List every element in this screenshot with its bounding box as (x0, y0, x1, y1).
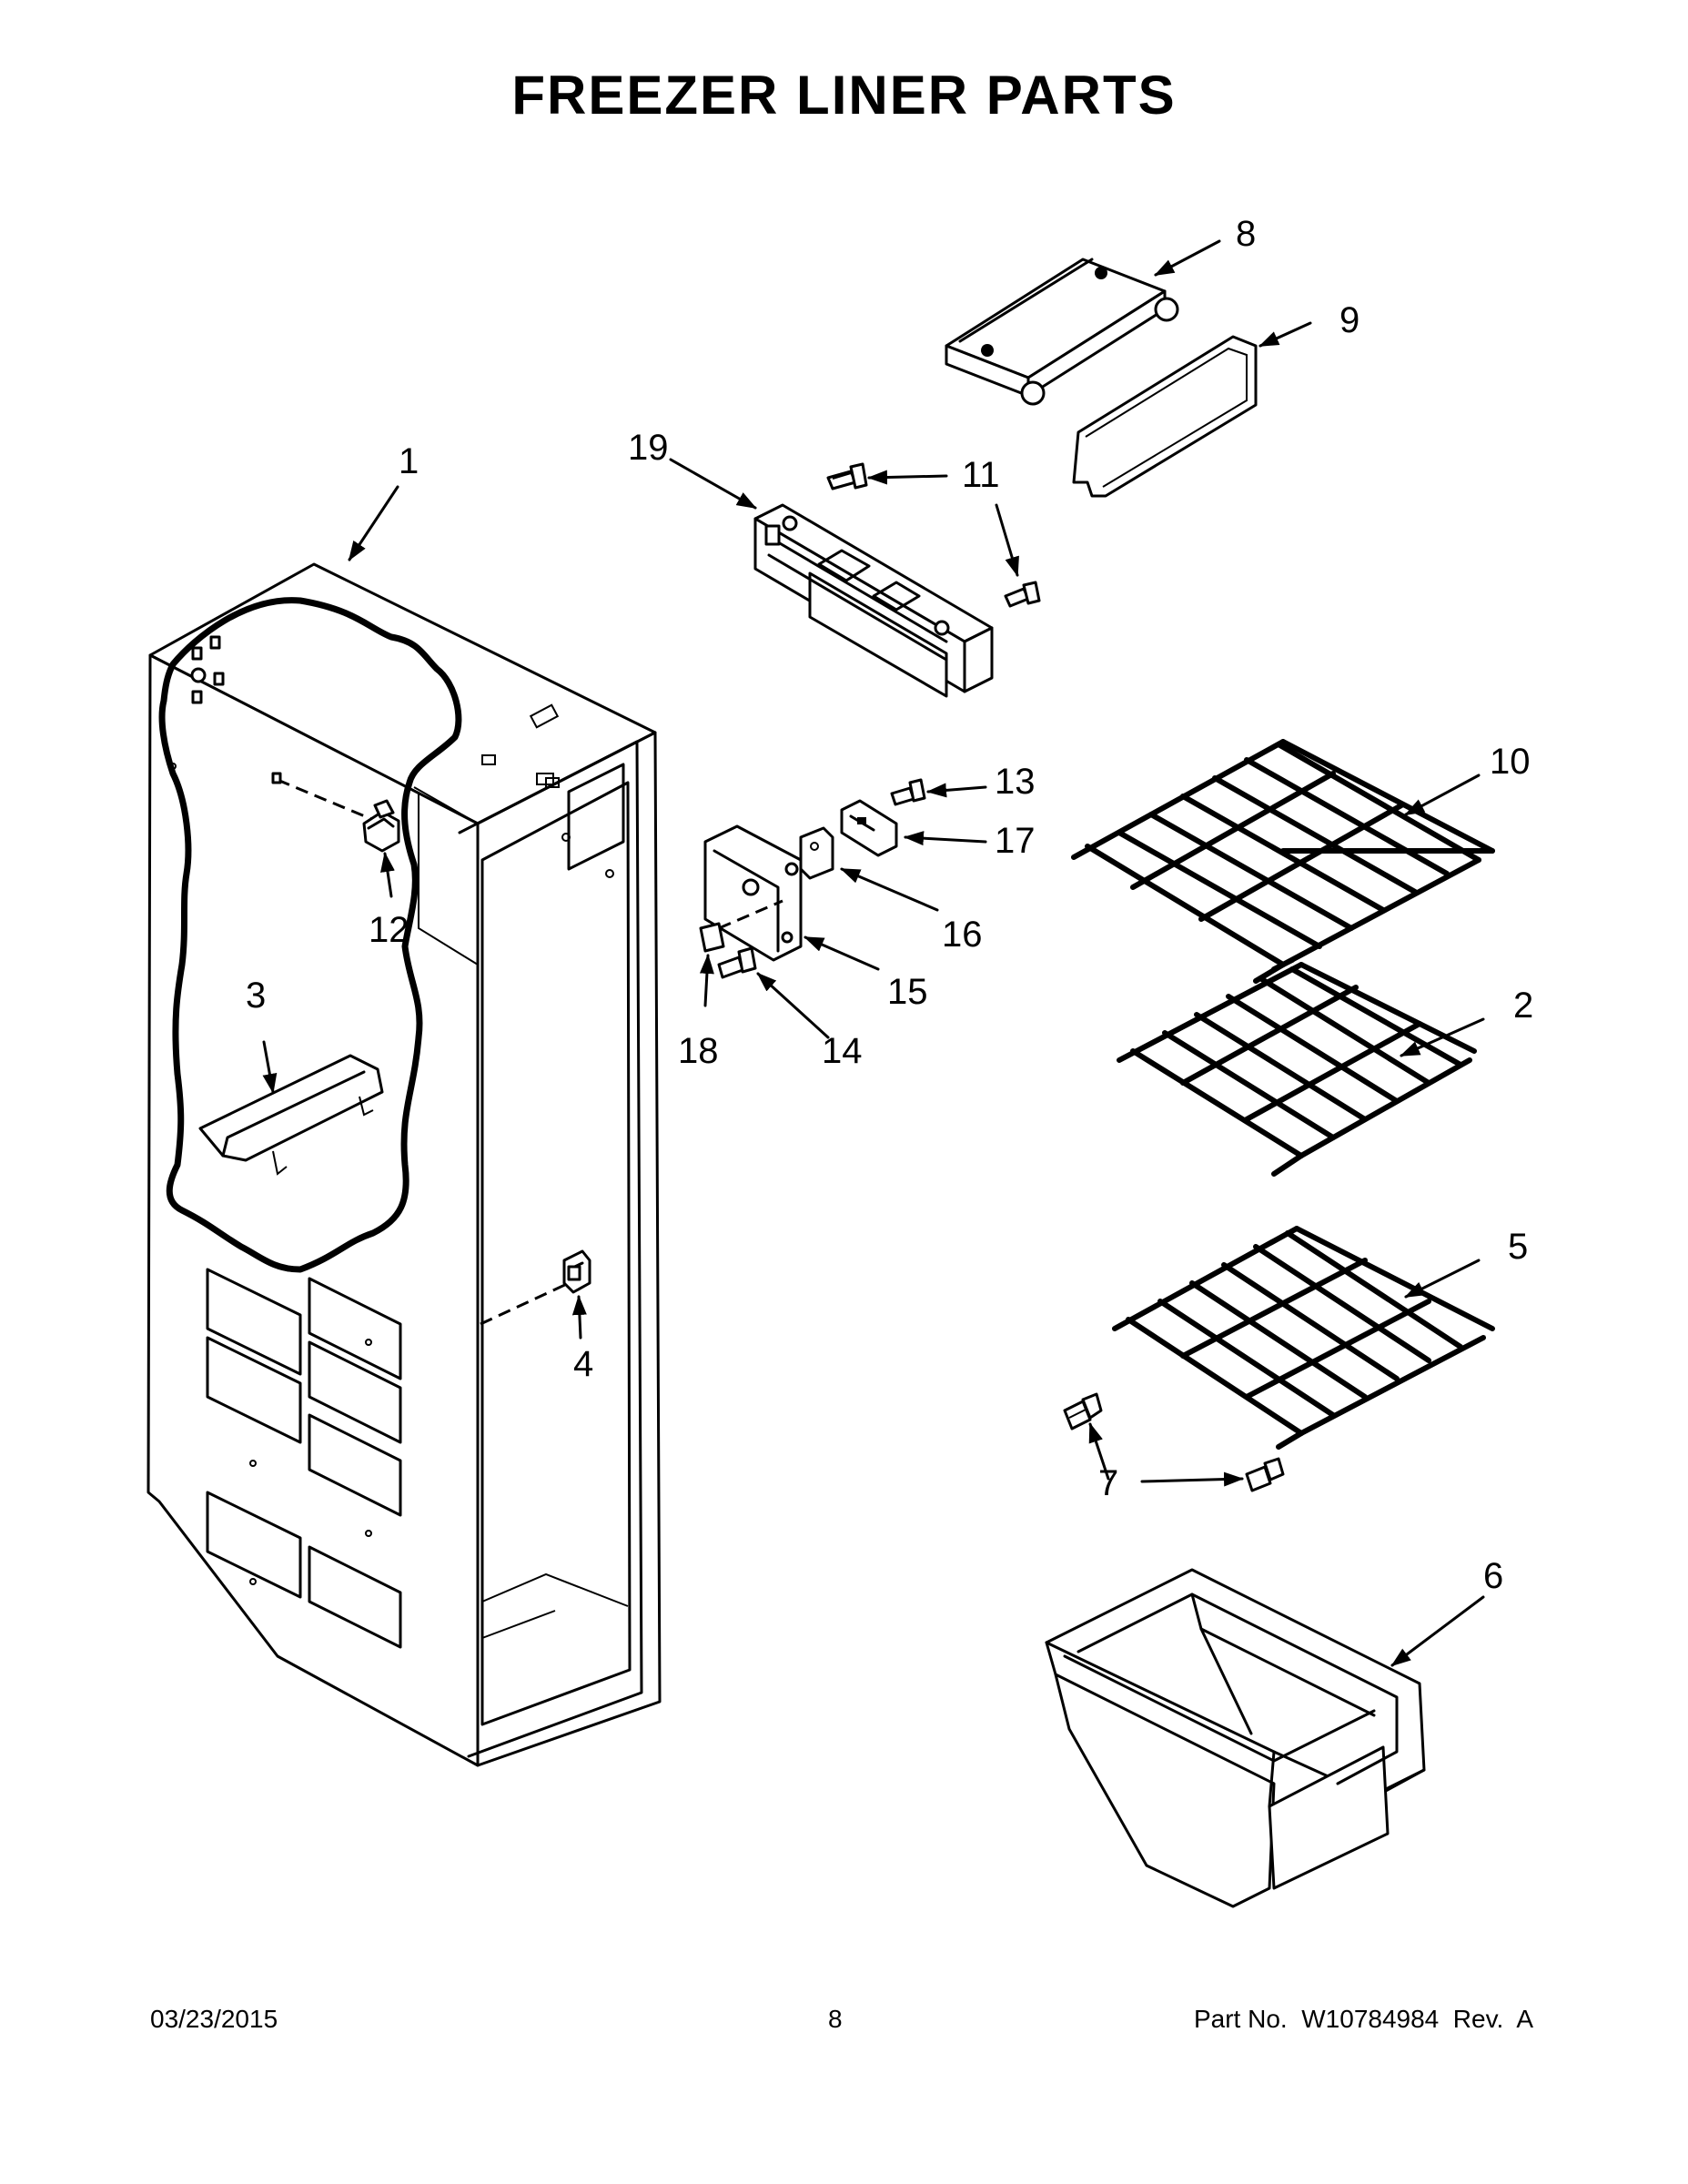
part-13-screw (890, 778, 926, 806)
footer-page-number: 8 (828, 2005, 843, 2033)
part-11-screw-upper (826, 462, 868, 490)
part-9-seal (1072, 335, 1258, 498)
part-5-wire-shelf (1112, 1226, 1495, 1450)
leader-14 (756, 972, 830, 1039)
part-16-plate (799, 826, 834, 880)
callout-6: 6 (1483, 1556, 1503, 1596)
leader-2 (1400, 1017, 1485, 1057)
part-11-screw-lower (1004, 581, 1041, 608)
callout-16: 16 (942, 915, 983, 955)
callout-8: 8 (1236, 214, 1256, 254)
callout-7: 7 (1098, 1463, 1118, 1503)
part-7-peg-right (1245, 1457, 1285, 1492)
callout-labels: 1 2 3 4 5 6 7 8 9 10 11 12 13 14 15 16 1… (246, 214, 1533, 1596)
part-2-wire-shelf (1117, 962, 1477, 1177)
callout-5: 5 (1508, 1227, 1528, 1267)
callout-leaders (262, 239, 1485, 1667)
part-6-bin (1045, 1568, 1426, 1908)
callout-9: 9 (1339, 300, 1359, 340)
part-19-bracket (753, 503, 994, 698)
leader-8 (1154, 239, 1221, 277)
part-4-clip (562, 1249, 591, 1294)
leader-10 (1404, 774, 1481, 816)
part-15-housing (703, 824, 803, 962)
leader-7b (1140, 1471, 1244, 1487)
part-8-hinge-cover (945, 258, 1179, 406)
leader-7a (1088, 1422, 1110, 1481)
callout-2: 2 (1513, 986, 1533, 1026)
leader-18 (699, 954, 714, 1007)
leader-15 (804, 935, 880, 971)
freezer-liner (147, 562, 662, 1767)
part-18-plug (699, 922, 725, 953)
callout-17: 17 (995, 821, 1036, 861)
callout-3: 3 (246, 976, 266, 1016)
footer-date: 03/23/2015 (150, 2005, 278, 2033)
callout-15: 15 (887, 972, 928, 1012)
leader-19 (669, 458, 757, 510)
part-10-wire-shelf (1071, 739, 1495, 984)
part-17-switch (840, 799, 898, 857)
part-12-clip (362, 799, 400, 853)
leader-13 (926, 783, 987, 798)
callout-10: 10 (1490, 742, 1531, 782)
callout-12: 12 (369, 910, 409, 950)
callout-1: 1 (399, 441, 419, 481)
callout-18: 18 (678, 1031, 719, 1071)
part-7-peg-left (1063, 1392, 1103, 1431)
leader-11b (995, 503, 1019, 577)
callout-11: 11 (962, 455, 1000, 495)
part-3-cover (198, 1054, 384, 1176)
leader-4 (571, 1295, 587, 1340)
callout-4: 4 (573, 1344, 593, 1384)
part-14-screw (717, 946, 757, 979)
footer-part-number: Part No. W10784984 Rev. A (1193, 2005, 1533, 2033)
leader-5 (1404, 1259, 1481, 1299)
leader-16 (840, 867, 939, 912)
callout-13: 13 (995, 762, 1036, 802)
leader-17 (904, 831, 987, 846)
callout-19: 19 (628, 428, 669, 468)
page-title: FREEZER LINER PARTS (511, 65, 1177, 126)
leader-9 (1258, 321, 1312, 348)
leader-11a (867, 470, 948, 485)
leader-3 (262, 1040, 278, 1094)
leader-12 (380, 852, 395, 898)
leader-6 (1390, 1595, 1485, 1667)
leader-1 (348, 485, 399, 561)
callout-14: 14 (822, 1031, 863, 1071)
